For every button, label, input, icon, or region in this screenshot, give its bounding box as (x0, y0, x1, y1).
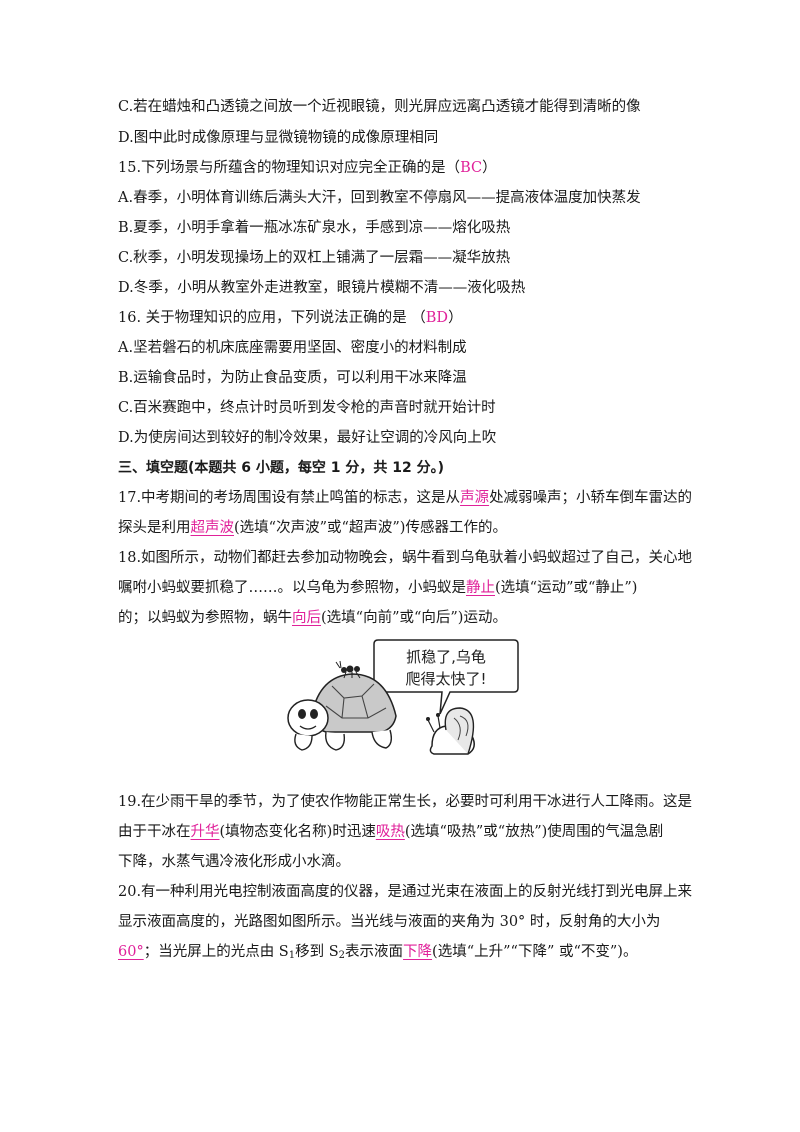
q20-text-5: 表示液面 (345, 944, 404, 960)
q14-option-d: D.图中此时成像原理与显微镜物镜的成像原理相同 (118, 130, 439, 146)
snail (426, 707, 475, 755)
q17-answer-2: 超声波 (190, 520, 235, 536)
q18-answer-2: 向后 (292, 610, 321, 626)
q17-line-1: 17.中考期间的考场周围设有禁止鸣笛的标志，这是从声源处减弱噪声；小轿车倒车雷达… (118, 488, 692, 508)
q18-line-2: 嘱咐小蚂蚁要抓稳了……。以乌龟为参照物，小蚂蚁是静止(选填“运动”或“静止”) (118, 578, 637, 598)
q19-line-2: 由于干冰在升华(填物态变化名称)时迅速吸热(选填“吸热”或“放热”)使周围的气温… (118, 822, 663, 842)
q18-line-3: 的；以蚂蚁为参照物，蜗牛向后(选填“向前”或“向后”)运动。 (118, 608, 507, 628)
q18-text-4: 的；以蚂蚁为参照物，蜗牛 (118, 610, 292, 626)
q18-text-3: (选填“运动”或“静止”) (495, 580, 638, 596)
q15-stem-text: 15.下列场景与所蕴含的物理知识对应完全正确的是（ (118, 160, 461, 176)
q16-option-d: D.为使房间达到较好的制冷效果，最好让空调的冷风向上吹 (118, 430, 497, 446)
q17-text-2: 处减弱噪声；小轿车倒车雷达的 (489, 490, 693, 506)
q16-stem-text: 16. 关于物理知识的应用，下列说法正确的是 （ (118, 310, 426, 326)
q20-answer-2: 下降 (403, 944, 433, 960)
q20-text-3: ；当光屏上的光点由 S (143, 944, 289, 960)
q20-line-2: 显示液面高度的，光路图如图所示。当光线与液面的夹角为 30° 时，反射角的大小为 (118, 914, 661, 930)
q18-answer-1: 静止 (466, 580, 495, 596)
q18-text-5: (选填“向前”或“向后”)运动。 (321, 610, 507, 626)
q20-line-1: 20.有一种利用光电控制液面高度的仪器，是通过光束在液面上的反射光线打到光电屏上… (118, 884, 693, 900)
q15-close: ） (482, 160, 497, 176)
q15-option-a: A.春季，小明体育训练后满头大汗，回到教室不停扇风——提高液体温度加快蒸发 (118, 190, 641, 206)
q19-answer-2: 吸热 (375, 824, 405, 840)
section-3-heading: 三、填空题(本题共 6 小题，每空 1 分，共 12 分。) (118, 460, 445, 476)
q20-answer-1: 60° (118, 944, 144, 960)
q16-stem: 16. 关于物理知识的应用，下列说法正确的是 （BD） (118, 308, 463, 328)
turtle-snail-cartoon: 抓稳了,乌龟 爬得太快了! (287, 639, 519, 755)
q18-line-1: 18.如图所示，动物们都赶去参加动物晚会，蜗牛看到乌龟驮着小蚂蚁超过了自己，关心… (118, 550, 693, 566)
q17-text-1: 17.中考期间的考场周围设有禁止鸣笛的标志，这是从 (118, 490, 461, 506)
q15-stem: 15.下列场景与所蕴含的物理知识对应完全正确的是（BC） (118, 158, 497, 178)
q15-answer: BC (460, 160, 483, 176)
q19-answer-1: 升华 (190, 824, 220, 840)
q18-text-2: 嘱咐小蚂蚁要抓稳了……。以乌龟为参照物，小蚂蚁是 (118, 580, 466, 596)
q19-text-4: (选填“吸热”或“放热”)使周围的气温急剧 (404, 824, 664, 840)
q20-text-4: 移到 S (295, 944, 339, 960)
q19-text-2: 由于干冰在 (118, 824, 191, 840)
q19-line-1: 19.在少雨干旱的季节，为了使农作物能正常生长，必要时可利用干冰进行人工降雨。这… (118, 794, 693, 810)
q17-text-3: 探头是利用 (118, 520, 191, 536)
q17-text-4: (选填“次声波”或“超声波”)传感器工作的。 (234, 520, 507, 536)
speech-bubble (373, 639, 519, 715)
q20-sub-2: 2 (338, 950, 346, 961)
q16-close: ） (448, 310, 463, 326)
q20-sub-1: 1 (288, 950, 296, 961)
q19-line-3: 下降，水蒸气遇冷液化形成小水滴。 (118, 854, 350, 870)
q19-text-3: (填物态变化名称)时迅速 (219, 824, 376, 840)
speech-line-1: 抓稳了,乌龟 (406, 648, 486, 666)
q15-option-d: D.冬季，小明从教室外走进教室，眼镜片模糊不清——液化吸热 (118, 280, 526, 296)
q15-option-b: B.夏季，小明手拿着一瓶冰冻矿泉水，手感到凉——熔化吸热 (118, 220, 511, 236)
q16-option-b: B.运输食品时，为防止食品变质，可以利用干冰来降温 (118, 370, 467, 386)
ant (335, 660, 361, 679)
q20-line-3: 60°；当光屏上的光点由 S1移到 S2表示液面下降(选填“上升”“下降” 或“… (118, 942, 637, 966)
q17-answer-1: 声源 (460, 490, 490, 506)
turtle (287, 673, 397, 751)
q16-option-c: C.百米赛跑中，终点计时员听到发令枪的声音时就开始计时 (118, 400, 496, 416)
speech-line-2: 爬得太快了! (405, 670, 486, 688)
q16-option-a: A.坚若磐石的机床底座需要用坚固、密度小的材料制成 (118, 340, 467, 356)
q14-option-c: C.若在蜡烛和凸透镜之间放一个近视眼镜，则光屏应远离凸透镜才能得到清晰的像 (118, 99, 641, 115)
q16-answer: BD (425, 310, 449, 326)
q20-text-6: (选填“上升”“下降” 或“不变”)。 (432, 944, 638, 960)
q17-line-2: 探头是利用超声波(选填“次声波”或“超声波”)传感器工作的。 (118, 518, 507, 538)
q15-option-c: C.秋季，小明发现操场上的双杠上铺满了一层霜——凝华放热 (118, 250, 511, 266)
